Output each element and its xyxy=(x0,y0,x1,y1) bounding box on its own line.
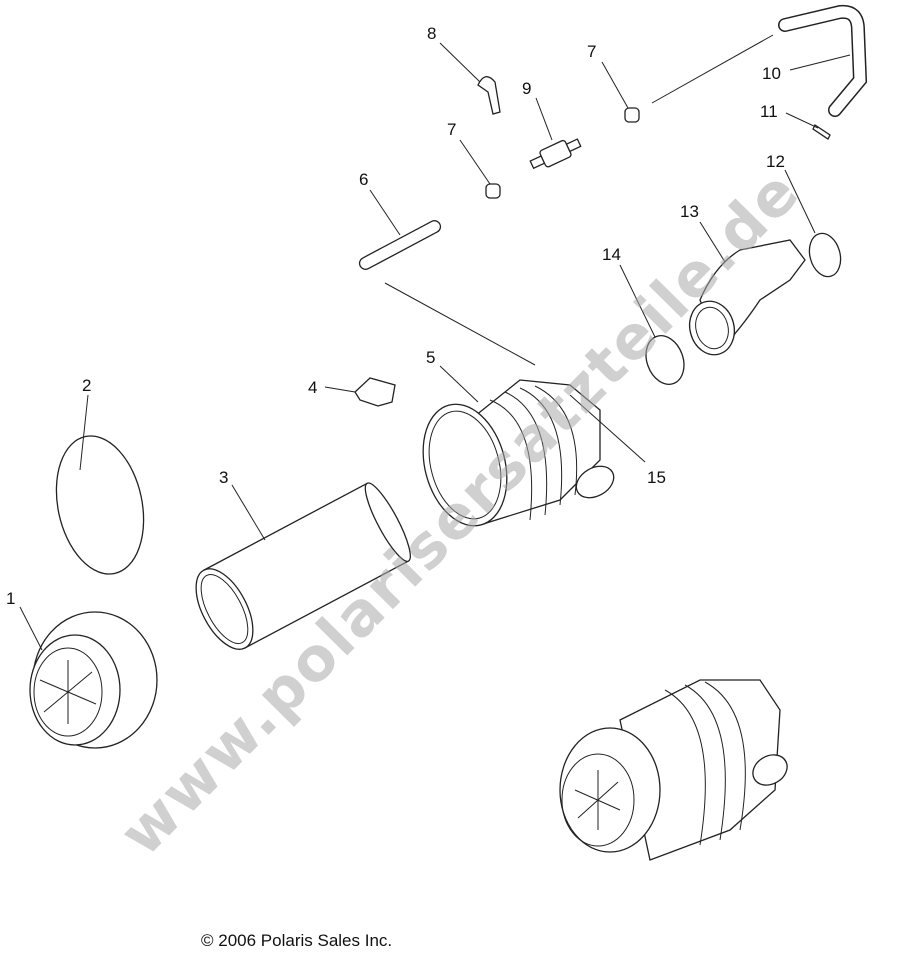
callout-15: 15 xyxy=(647,468,666,487)
callout-4: 4 xyxy=(308,378,317,397)
part-7-clamp xyxy=(624,107,640,123)
part-9-check-valve xyxy=(529,138,582,170)
part-1-cover xyxy=(29,611,158,749)
callout-7: 7 xyxy=(447,120,456,139)
callout-9: 9 xyxy=(522,79,531,98)
part-11-fitting xyxy=(812,124,831,140)
part-13-intake-duct xyxy=(688,239,806,356)
callout-3: 3 xyxy=(219,468,228,487)
part-12-clamp xyxy=(808,232,842,278)
assembled-air-box xyxy=(559,679,788,861)
part-2-gasket xyxy=(55,435,145,575)
callout-14: 14 xyxy=(602,245,621,264)
callout-2: 2 xyxy=(82,376,91,395)
part-4-clip xyxy=(354,377,396,407)
part-3-filter-element xyxy=(195,482,411,650)
part-6-tube xyxy=(358,220,442,270)
callout-13: 13 xyxy=(680,202,699,221)
callout-8: 8 xyxy=(427,24,436,43)
callout-5: 5 xyxy=(426,348,435,367)
callout-12: 12 xyxy=(766,152,785,171)
callout-6: 6 xyxy=(359,170,368,189)
callout-7: 7 xyxy=(587,42,596,61)
part-8-clamp xyxy=(477,76,501,115)
leader-lines xyxy=(19,34,851,651)
callout-10: 10 xyxy=(762,64,781,83)
callout-1: 1 xyxy=(6,589,15,608)
part-7-clamp xyxy=(485,183,501,199)
callout-11: 11 xyxy=(760,102,778,121)
part-5-housing xyxy=(422,379,615,527)
copyright-text: © 2006 Polaris Sales Inc. xyxy=(201,931,393,950)
part-14-clamp xyxy=(645,335,685,385)
